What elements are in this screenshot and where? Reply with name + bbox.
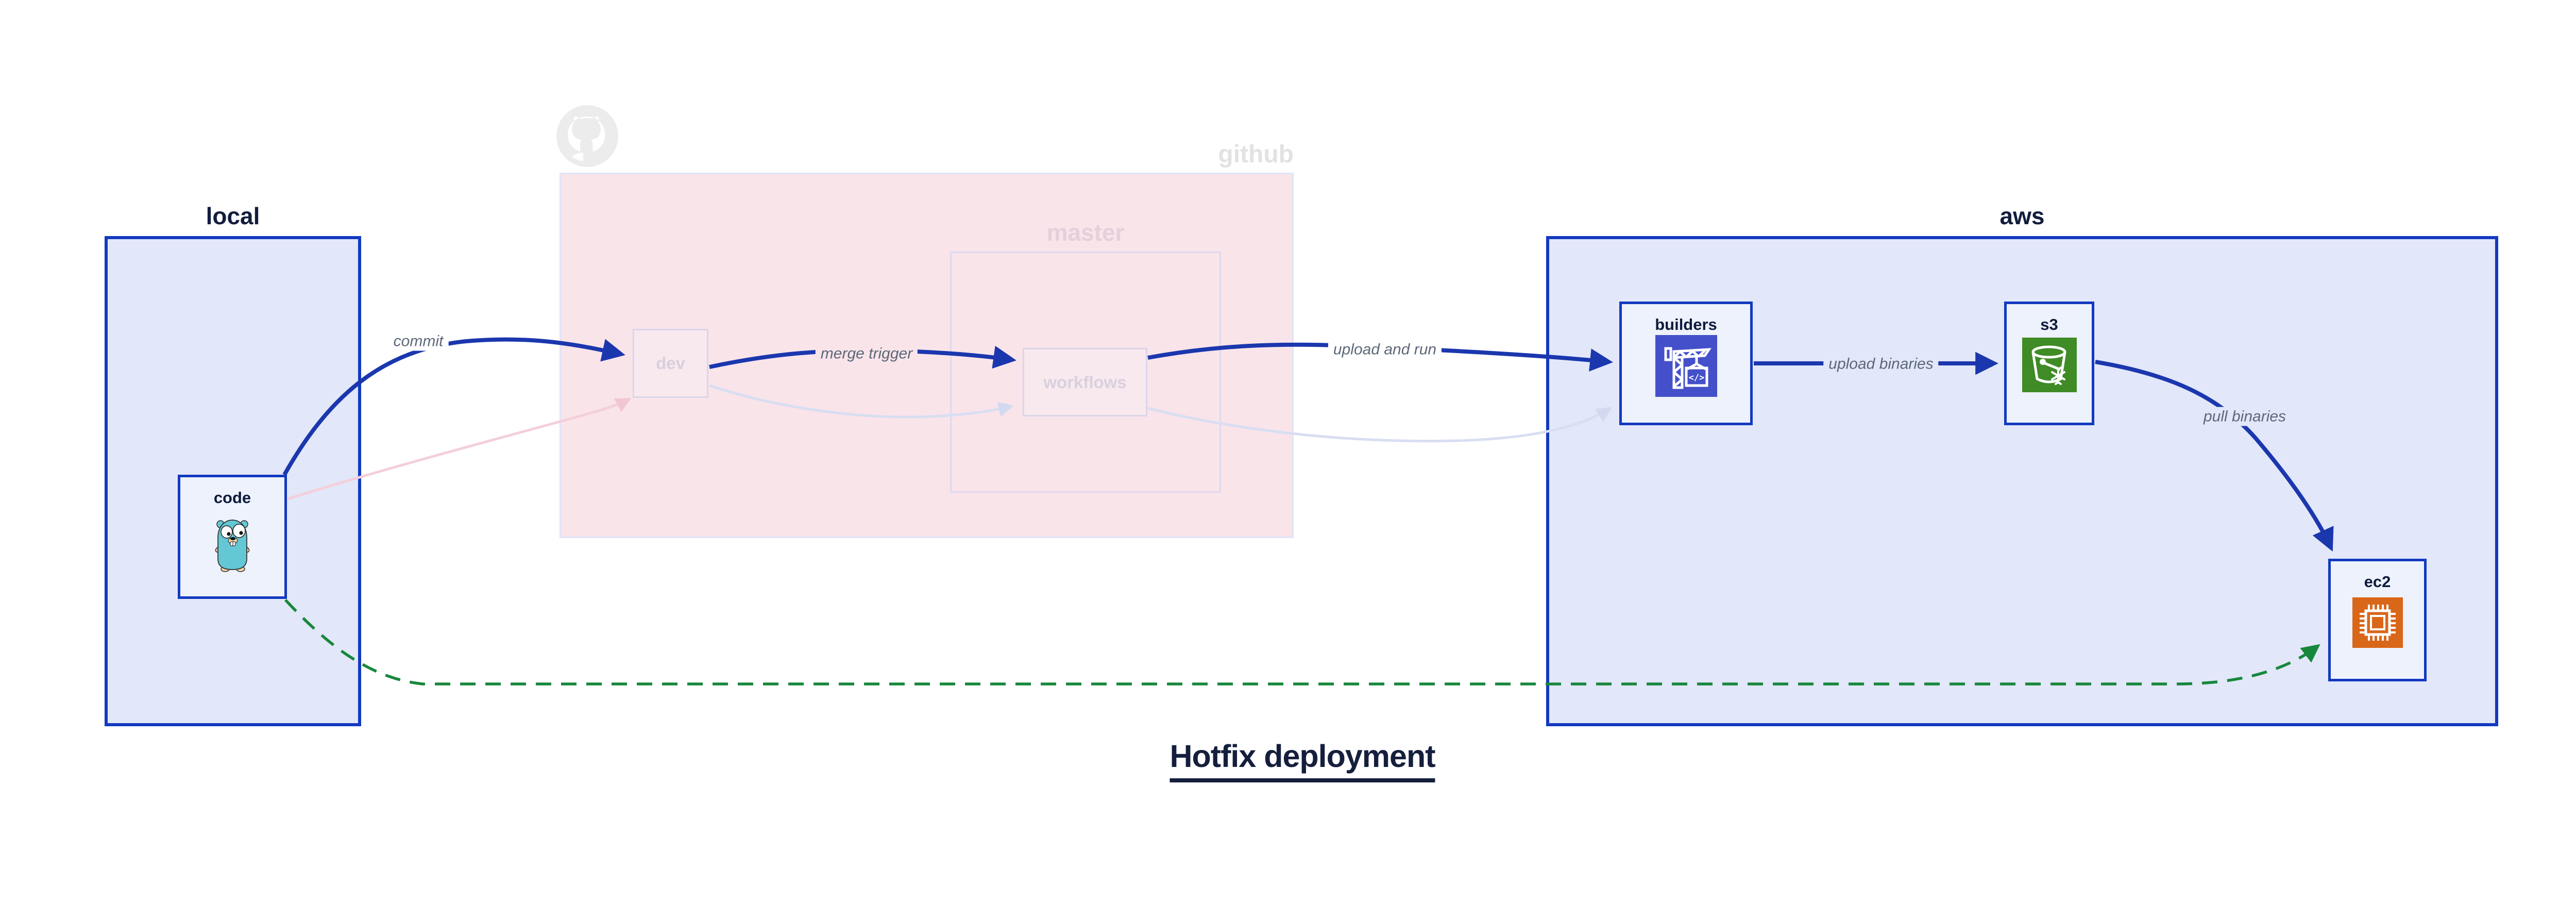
node-workflows: workflows: [1023, 348, 1147, 416]
node-builders-label: builders: [1655, 315, 1717, 333]
master-container-label: master: [1046, 219, 1125, 246]
node-ec2: ec2: [2328, 559, 2427, 681]
node-dev-label: dev: [656, 354, 685, 373]
node-dev: dev: [633, 329, 708, 398]
edge-label-upload-binaries: upload binaries: [1823, 354, 1939, 374]
node-s3: s3: [2004, 302, 2094, 425]
diagram-title: Hotfix deployment: [1170, 738, 1436, 782]
codebuild-crane-icon: </>: [1655, 335, 1717, 397]
edge-label-commit: commit: [388, 331, 449, 351]
node-code-label: code: [213, 489, 251, 507]
local-container-label: local: [206, 203, 260, 229]
svg-text:</>: </>: [1688, 373, 1704, 383]
node-builders: builders </>: [1619, 302, 1753, 425]
node-ec2-label: ec2: [2364, 573, 2391, 591]
s3-glacier-bucket-icon: [2022, 338, 2077, 392]
node-code: code: [178, 475, 287, 599]
edge-label-pull-binaries: pull binaries: [2198, 407, 2292, 426]
ec2-chip-icon: [2352, 597, 2403, 648]
gopher-icon: [215, 520, 250, 572]
aws-container-label: aws: [1999, 203, 2045, 229]
github-octocat-icon: [556, 105, 618, 167]
node-s3-label: s3: [2040, 315, 2058, 333]
edge-label-upload-and-run: upload and run: [1328, 340, 1442, 359]
github-container-label: github: [1218, 141, 1294, 168]
master-branch-container: [950, 252, 1221, 493]
node-workflows-label: workflows: [1043, 372, 1127, 392]
edge-label-merge-trigger: merge trigger: [815, 344, 918, 363]
